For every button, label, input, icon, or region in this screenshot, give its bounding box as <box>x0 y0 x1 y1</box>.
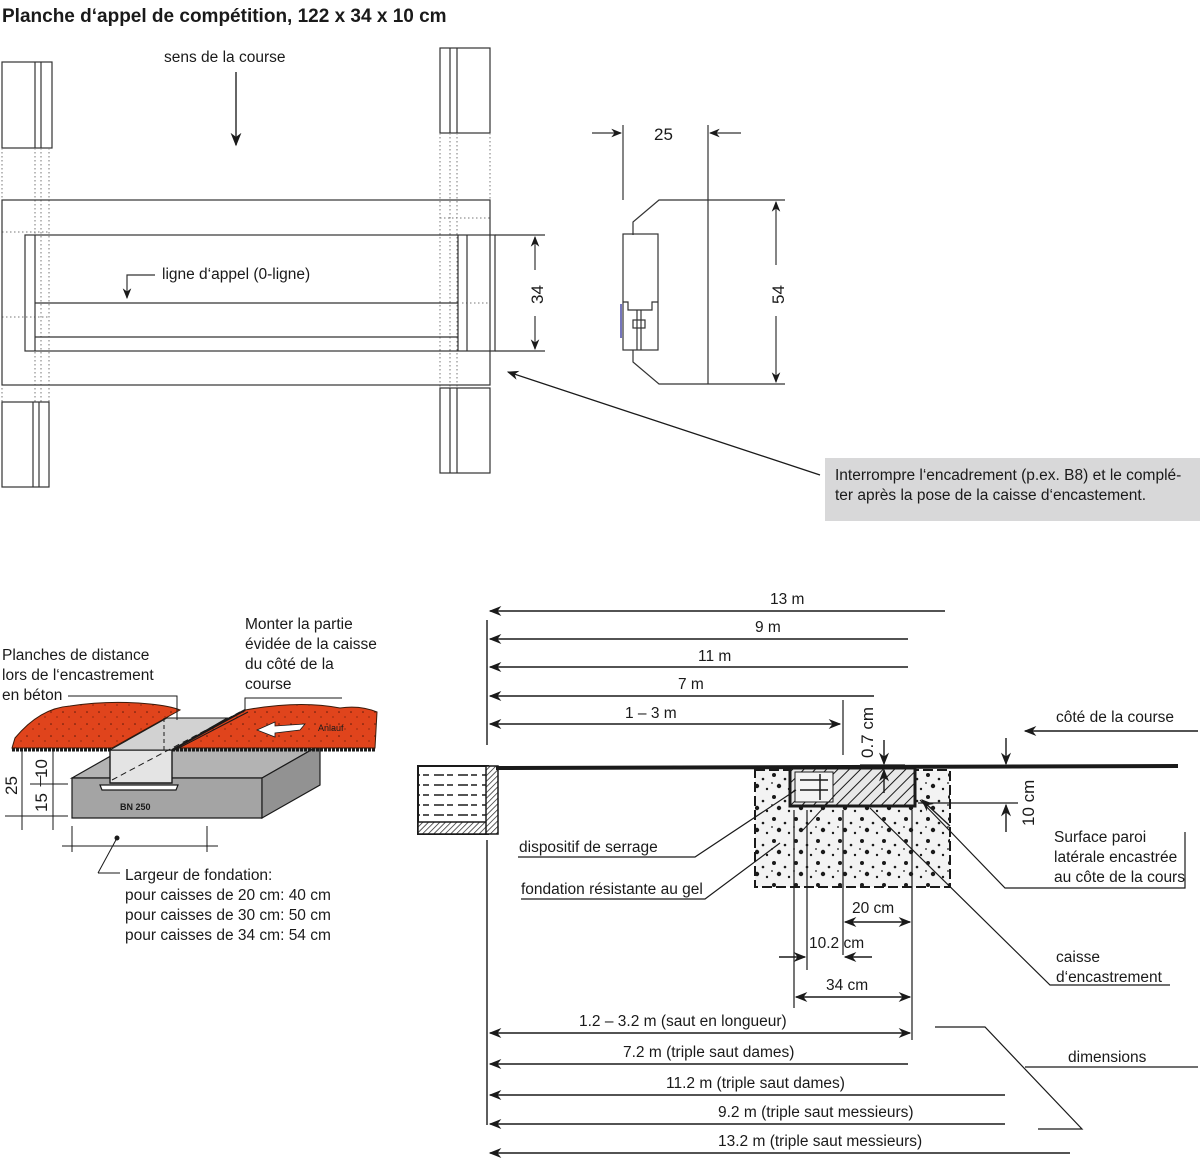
concrete-label: BN 250 <box>120 802 151 812</box>
foundation-width-text: Largeur de fondation: pour caisses de 20… <box>125 867 331 944</box>
top-view <box>1 47 545 488</box>
mount-label: Monter la partie évidée de la caisse du … <box>245 616 377 693</box>
foundation-label: fondation résistante au gel <box>521 881 703 898</box>
surface-leader <box>919 799 1186 889</box>
clamp-leader <box>518 789 797 858</box>
dist-label-long-jump: 1.2 – 3.2 m (saut en longueur) <box>579 1013 787 1030</box>
svg-text:Monter la partie: Monter la partie <box>245 616 353 633</box>
surface-label: Surface paroi latérale encastrée au côte… <box>1054 829 1185 886</box>
svg-text:Surface paroi: Surface paroi <box>1054 829 1146 846</box>
frame-block-top-left <box>1 61 53 149</box>
box-front <box>109 749 173 784</box>
clamp-device <box>794 771 834 803</box>
spacing-boards-label: Planches de distance lors de l‘encastrem… <box>2 647 154 704</box>
dist-label-1-3m: 1 – 3 m <box>625 705 677 722</box>
dist-label-triple-women-11: 11.2 m (triple saut dames) <box>666 1075 845 1092</box>
svg-text:course: course <box>245 676 292 693</box>
dim-separator: | <box>39 773 42 787</box>
takeoff-line-leader <box>122 274 155 300</box>
dim-54-label: 54 <box>769 285 788 304</box>
dist-label-triple-men-13: 13.2 m (triple saut messieurs) <box>718 1133 922 1150</box>
height-dims <box>5 750 68 830</box>
svg-text:Largeur de fondation:: Largeur de fondation: <box>125 867 272 884</box>
run-side-label: côté de la course <box>1056 709 1174 726</box>
spacing-boards-leader <box>68 695 178 720</box>
svg-text:pour caisses de 20 cm: 40 cm: pour caisses de 20 cm: 40 cm <box>125 887 331 904</box>
foundation-dim-dot <box>114 835 120 841</box>
dist-label-11m: 11 m <box>698 648 731 665</box>
dim-15-perspective: 15 <box>32 793 51 812</box>
dim-25-perspective: 25 <box>2 776 21 795</box>
dim-25-label: 25 <box>654 125 673 144</box>
box-dim-lines <box>793 810 913 1040</box>
dimensions-label: dimensions <box>1068 1049 1147 1066</box>
note-line-1: Interrompre l‘encadrement (p.ex. B8) et … <box>835 467 1182 484</box>
foundation-width-dim <box>62 826 218 874</box>
perspective-view <box>11 701 378 820</box>
direction-label: sens de la course <box>164 49 286 66</box>
dist-label-13m: 13 m <box>770 591 804 608</box>
dim-07-label: 0.7 cm <box>858 707 877 758</box>
dist-label-triple-men-9: 9.2 m (triple saut messieurs) <box>718 1104 914 1121</box>
box-top <box>108 717 229 751</box>
svg-text:d‘encastrement: d‘encastrement <box>1056 969 1163 986</box>
note-box <box>825 458 1200 521</box>
svg-text:évidée de la caisse: évidée de la caisse <box>245 636 377 653</box>
box-leader <box>869 807 1170 986</box>
svg-text:pour caisses de 30 cm: 50 cm: pour caisses de 30 cm: 50 cm <box>125 907 331 924</box>
frame-block-top-right <box>439 47 491 134</box>
note-line-2: ter après la pose de la caisse d‘encaste… <box>835 487 1147 504</box>
foundation-side <box>261 743 321 820</box>
mount-leader <box>244 697 342 710</box>
dim-102-label: 10.2 cm <box>809 935 864 952</box>
run-up-arrow-icon <box>255 721 306 738</box>
page-title: Planche d‘appel de compétition, 122 x 34… <box>2 6 447 27</box>
takeoff-board <box>24 234 496 352</box>
run-up-label: Anlauf <box>318 723 344 733</box>
dim-10cm-label: 10 cm <box>1019 780 1038 826</box>
box-label: caisse d‘encastrement <box>1056 949 1163 986</box>
svg-text:lors de l‘encastrement: lors de l‘encastrement <box>2 667 154 684</box>
dist-label-9m: 9 m <box>755 619 781 636</box>
foundation-leader <box>521 842 781 900</box>
sandpit <box>417 765 499 835</box>
foundation-front <box>71 777 263 819</box>
takeoff-line-label: ligne d‘appel (0-ligne) <box>162 266 310 283</box>
svg-text:Planches de distance: Planches de distance <box>2 647 149 664</box>
track-surface-left <box>11 701 182 749</box>
frame-block-bottom-right <box>439 387 491 474</box>
svg-text:latérale encastrée: latérale encastrée <box>1054 849 1177 866</box>
dimensions-bracket <box>935 1026 1084 1130</box>
frame-block-bottom-left <box>1 401 50 488</box>
dim-34cm-label: 34 cm <box>826 977 868 994</box>
svg-text:au côte de la cours: au côte de la cours <box>1054 869 1185 886</box>
dist-label-triple-women-7: 7.2 m (triple saut dames) <box>623 1044 794 1061</box>
svg-text:pour caisses de 34 cm: 54 cm: pour caisses de 34 cm: 54 cm <box>125 927 331 944</box>
dist-label-7m: 7 m <box>678 676 704 693</box>
svg-text:caisse: caisse <box>1056 949 1100 966</box>
section-view <box>620 125 785 385</box>
dim-20cm-label: 20 cm <box>852 900 894 917</box>
dim-34-label: 34 <box>528 285 547 304</box>
note-text: Interrompre l‘encadrement (p.ex. B8) et … <box>835 466 1195 506</box>
dim-10-perspective: 10 <box>32 759 51 778</box>
clamp-label: dispositif de serrage <box>519 839 658 856</box>
svg-text:en béton: en béton <box>2 687 62 704</box>
svg-text:du côté de la: du côté de la <box>245 656 334 673</box>
note-leader-arrow <box>506 370 821 476</box>
outer-frame <box>1 199 491 386</box>
